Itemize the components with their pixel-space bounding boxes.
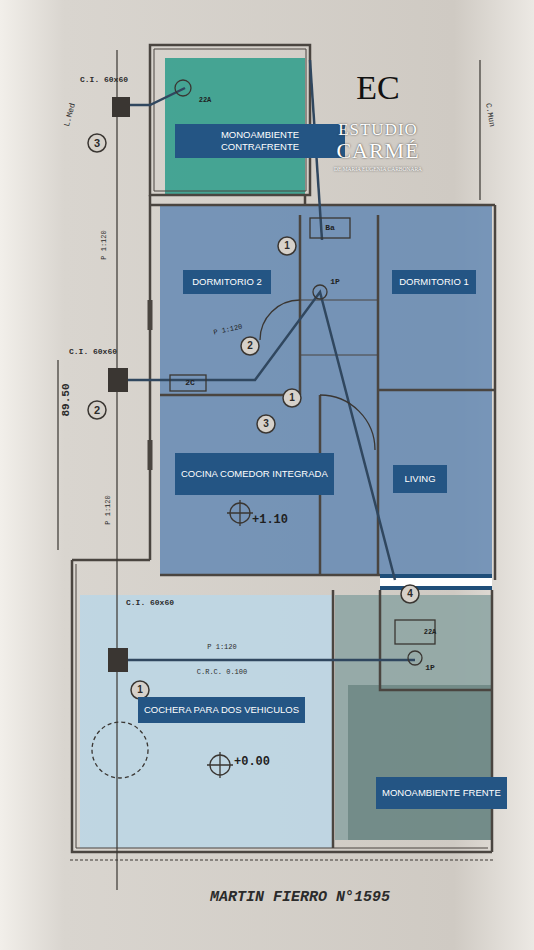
fixture-code: 1P bbox=[330, 278, 340, 286]
callout-number: 3 bbox=[94, 138, 100, 149]
room-label-box: COCHERA PARA DOS VEHICULOS bbox=[138, 697, 305, 723]
pipe-note: C.R.C. 0.100 bbox=[197, 669, 247, 676]
band bbox=[380, 574, 492, 578]
room-label-box: COCINA COMEDOR INTEGRADA bbox=[175, 453, 334, 495]
callout-number: 2 bbox=[94, 405, 100, 416]
callout-number: 3 bbox=[263, 419, 269, 429]
axis-lines bbox=[58, 50, 495, 890]
room-name: COCHERA PARA DOS VEHICULOS bbox=[144, 704, 299, 716]
band bbox=[380, 586, 492, 590]
fixture-code: 22A bbox=[199, 97, 212, 104]
pipe-note: P 1:120 bbox=[101, 230, 108, 259]
room-name: MONOAMBIENTE FRENTE bbox=[382, 787, 501, 799]
dimension: 89.50 bbox=[61, 383, 72, 416]
room-label-box: DORMITORIO 1 bbox=[392, 270, 476, 294]
fixture-code: 1P bbox=[425, 664, 435, 672]
chamber-note: C.I. 60x60 bbox=[80, 76, 128, 84]
fixture-code: Ba bbox=[325, 224, 335, 232]
room-name: LIVING bbox=[404, 473, 435, 485]
room-label-box: MONOAMBIENTE CONTRAFRENTE bbox=[175, 124, 345, 158]
chamber-note: C.I. 60x60 bbox=[126, 599, 174, 607]
band bbox=[380, 578, 492, 586]
chamber-note: C.I. 60x60 bbox=[69, 348, 117, 356]
fixtures bbox=[92, 80, 435, 778]
level-mark: +0.00 bbox=[234, 756, 270, 768]
pipe-note: P 1:120 bbox=[105, 495, 112, 524]
callout-number: 1 bbox=[284, 241, 290, 251]
logo-subtitle: DE MARIA EUGENIA CARBONARA bbox=[334, 167, 422, 173]
fixture-code: 22A bbox=[424, 629, 437, 636]
room-label-box: MONOAMBIENTE FRENTE bbox=[376, 777, 507, 809]
logo-mark: EC bbox=[356, 71, 399, 105]
callout-number: 4 bbox=[407, 589, 413, 599]
fixture-code: 2C bbox=[185, 379, 195, 387]
studio-front-inner bbox=[348, 685, 492, 840]
room-name: MONOAMBIENTE CONTRAFRENTE bbox=[181, 129, 339, 153]
callout-number: 1 bbox=[289, 393, 295, 403]
garage-zone bbox=[80, 595, 333, 848]
walls bbox=[72, 45, 495, 852]
pipe-note: P 1:120 bbox=[207, 644, 236, 651]
street-address: MARTIN FIERRO N°1595 bbox=[210, 890, 390, 905]
logo-word: CARMÉ bbox=[336, 140, 419, 162]
room-label-box: LIVING bbox=[393, 465, 447, 493]
room-name: DORMITORIO 2 bbox=[192, 276, 262, 288]
callout-circle bbox=[88, 134, 419, 699]
wall-inner bbox=[76, 49, 488, 848]
inspection-chamber bbox=[108, 97, 130, 672]
logo-word: ESTUDIO bbox=[338, 121, 418, 138]
level-mark: +1.10 bbox=[252, 514, 288, 526]
room-name: COCINA COMEDOR INTEGRADA bbox=[181, 468, 328, 480]
callout-number: 1 bbox=[137, 685, 143, 695]
room-label-box: DORMITORIO 2 bbox=[183, 270, 271, 294]
callout-number: 2 bbox=[247, 341, 253, 351]
room-name: DORMITORIO 1 bbox=[399, 276, 469, 288]
